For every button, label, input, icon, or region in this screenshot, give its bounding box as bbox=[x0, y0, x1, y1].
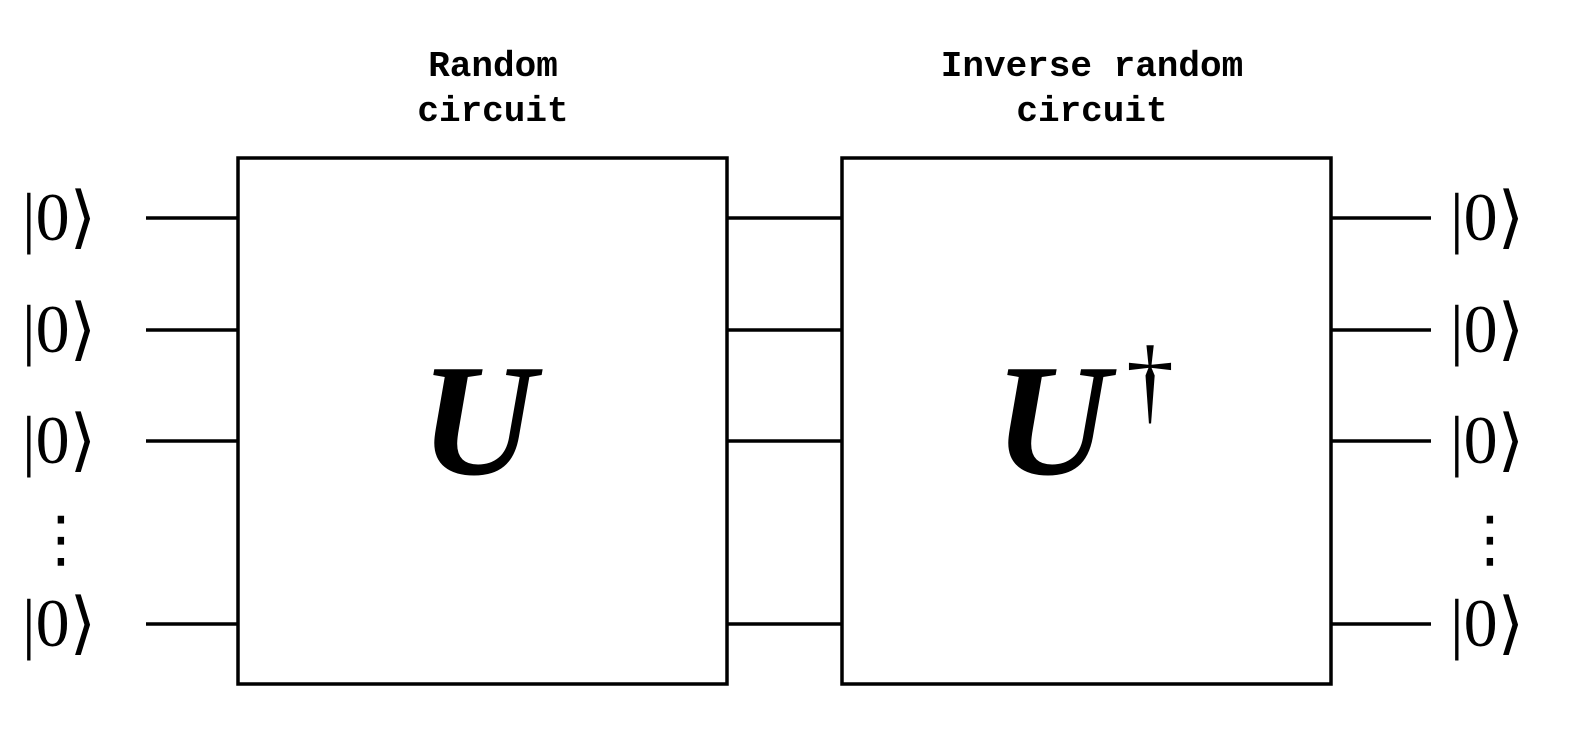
output-ellipsis: ⋮ bbox=[1459, 502, 1521, 575]
input-ket-3: |0⟩ bbox=[22, 402, 96, 478]
output-ket-1: |0⟩ bbox=[1450, 179, 1524, 255]
dagger-superscript: † bbox=[1126, 326, 1174, 433]
inverse-random-circuit-box bbox=[840, 156, 1333, 686]
input-ket-1: |0⟩ bbox=[22, 179, 96, 255]
output-ket-2: |0⟩ bbox=[1450, 291, 1524, 367]
random-circuit-title-line-1: Random bbox=[428, 46, 558, 87]
output-ket-4: |0⟩ bbox=[1450, 585, 1524, 661]
input-ket-4: |0⟩ bbox=[22, 585, 96, 661]
output-ket-3: |0⟩ bbox=[1450, 402, 1524, 478]
random-circuit-box bbox=[236, 156, 729, 686]
input-ellipsis: ⋮ bbox=[30, 502, 92, 575]
inverse-circuit-title-line-1: Inverse random bbox=[941, 46, 1243, 87]
input-ket-2: |0⟩ bbox=[22, 291, 96, 367]
unitary-symbol: U bbox=[420, 331, 543, 509]
random-circuit-title-line-2: circuit bbox=[417, 91, 568, 132]
inverse-circuit-title-line-2: circuit bbox=[1016, 91, 1167, 132]
inverse-unitary-symbol: U bbox=[994, 331, 1117, 509]
